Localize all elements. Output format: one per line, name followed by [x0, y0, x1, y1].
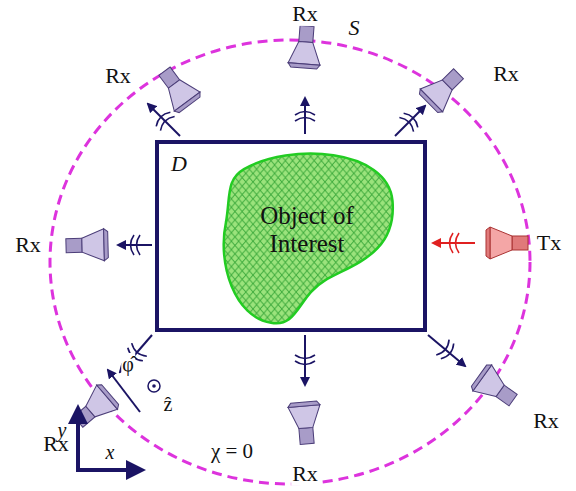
horn-flare — [473, 365, 510, 404]
object-blob: Object of Interest — [217, 148, 397, 328]
transmit-horn — [486, 227, 528, 259]
wave-arrow — [304, 335, 306, 385]
horn-aperture — [486, 227, 490, 259]
surface-ellipse — [50, 40, 530, 484]
axis-label: x — [105, 441, 116, 463]
horn-flare — [288, 405, 322, 430]
wave-arrow — [395, 106, 425, 136]
horn-flare — [82, 229, 105, 262]
antenna-label: Tx — [536, 231, 562, 255]
y-axis — [76, 408, 80, 472]
horn-aperture — [97, 382, 121, 409]
receive-horn — [66, 229, 109, 262]
wavefront — [399, 111, 420, 132]
contrast-label: χ = 0 — [210, 440, 254, 463]
receive-horn — [470, 363, 523, 413]
antenna-label: Rx — [532, 409, 560, 433]
x-axis — [76, 468, 142, 472]
wavefront — [450, 233, 460, 253]
object-label: Object of Interest — [248, 202, 366, 257]
horn-flare — [161, 74, 200, 111]
wave-arrow — [304, 98, 306, 134]
receive-horn — [68, 382, 121, 434]
wave-arrow — [428, 335, 465, 366]
z-dot — [152, 384, 156, 388]
axis-label: ẑ — [163, 393, 174, 415]
domain-label: D — [171, 152, 187, 176]
wavefront — [295, 112, 315, 122]
z-symbol — [148, 380, 160, 392]
receive-horn — [152, 62, 203, 115]
wave-arrow — [118, 244, 152, 246]
wave-arrow — [433, 242, 475, 244]
axis-label: φ̂ — [121, 353, 135, 375]
waveguide — [66, 238, 82, 252]
waveguide — [299, 427, 314, 444]
surface-label: S — [348, 16, 361, 40]
wavefront — [131, 235, 141, 255]
axis-label: y — [57, 419, 68, 441]
horn-flare — [490, 227, 512, 259]
horn-aperture — [470, 363, 492, 391]
antenna-label: Rx — [14, 233, 42, 257]
horn-aperture — [174, 92, 202, 114]
receive-horn — [288, 25, 323, 69]
horn-flare — [420, 74, 458, 112]
receive-horn — [288, 401, 323, 446]
wavefront — [154, 110, 175, 131]
phi-arrow — [108, 370, 140, 412]
waveguide — [299, 26, 314, 43]
object-shape — [224, 154, 393, 324]
antenna-label: Rx — [104, 64, 132, 88]
domain-box: D Object of Interest — [155, 140, 427, 332]
wave-arrow — [148, 104, 180, 136]
antenna-label: Rx — [291, 2, 319, 26]
horn-aperture — [288, 63, 320, 70]
antenna-group — [66, 25, 528, 445]
wavefront — [436, 340, 456, 361]
horn-aperture — [104, 229, 109, 261]
horn-aperture — [288, 401, 320, 408]
waveguide — [512, 236, 528, 250]
horn-flare — [80, 385, 118, 424]
coordinate-axes — [76, 370, 160, 472]
horn-flare — [288, 41, 322, 65]
wave-arrows — [118, 98, 475, 385]
antenna-label: Rx — [492, 62, 520, 86]
antenna-label: Rx — [291, 462, 319, 486]
wavefront — [295, 355, 315, 365]
